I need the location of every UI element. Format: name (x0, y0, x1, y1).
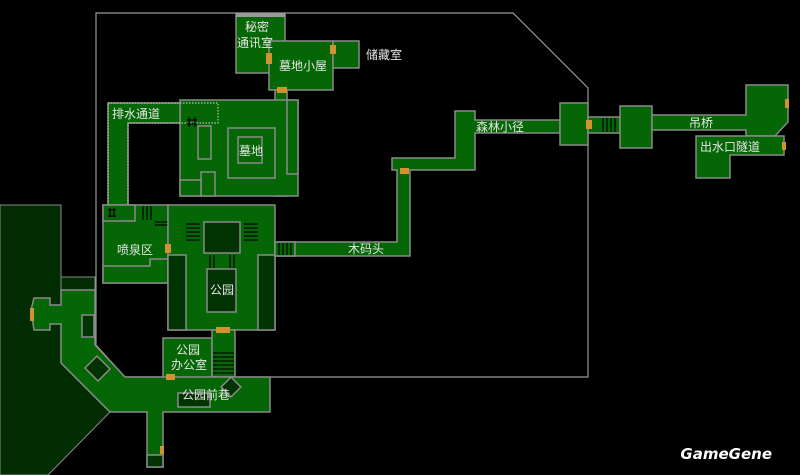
alley-block (81, 314, 95, 338)
ladder-icon (187, 117, 197, 127)
park-hedge (167, 254, 187, 331)
alley-bench (177, 392, 211, 408)
room-cemetery[interactable] (237, 136, 263, 164)
alley-block (83, 354, 112, 383)
door[interactable] (160, 446, 164, 454)
label-fountain: 喷泉区 (117, 243, 153, 257)
ladder-icon (108, 208, 116, 217)
door[interactable] (785, 99, 789, 108)
label-cemetery: 墓地 (239, 144, 263, 158)
stairs-pier (274, 241, 296, 257)
room-pier[interactable] (274, 110, 561, 257)
door[interactable] (782, 142, 786, 150)
park-pond (203, 221, 241, 254)
door[interactable] (30, 308, 34, 321)
alley-end (146, 454, 164, 468)
door[interactable] (586, 120, 592, 129)
room-suspension-bridge[interactable] (651, 84, 789, 137)
room-storage[interactable] (332, 40, 360, 69)
door[interactable] (166, 374, 175, 380)
label-cemetery-hut: 墓地小屋 (279, 59, 327, 73)
label-park-alley: 公园前巷 (182, 387, 230, 402)
door[interactable] (277, 87, 287, 93)
label-outlet-tunnel: 出水口隧道 (700, 139, 760, 154)
park-hedge (257, 254, 276, 331)
label-suspension-bridge: 吊桥 (689, 116, 713, 130)
wall-block (286, 99, 299, 175)
wall-bar (236, 13, 285, 17)
label-drainage: 排水通道 (112, 107, 160, 121)
label-storage: 储藏室 (366, 47, 402, 62)
wall-block (200, 171, 216, 197)
door[interactable] (330, 45, 336, 54)
stairs (278, 243, 292, 255)
stairs (602, 118, 616, 132)
stairs (213, 352, 234, 374)
doors (30, 45, 789, 454)
fountain-subroom (102, 204, 136, 222)
alley-block (220, 376, 242, 398)
label-secret-comm-2: 通讯室 (237, 35, 273, 50)
room-outlet-tunnel[interactable] (695, 135, 785, 179)
label-park: 公园 (210, 283, 234, 297)
door[interactable] (400, 168, 409, 174)
label-pier: 木码头 (348, 242, 384, 256)
room-bridge-west[interactable] (619, 105, 653, 149)
label-forest-path: 森林小径 (476, 119, 524, 134)
door[interactable] (266, 53, 272, 64)
stairs (186, 223, 258, 268)
room-forest-gate[interactable] (559, 102, 589, 146)
room-park[interactable] (206, 268, 237, 313)
watermark: GameGene (680, 445, 772, 463)
door[interactable] (165, 244, 171, 253)
wall-block (197, 125, 212, 160)
label-secret-comm: 秘密 (245, 19, 269, 34)
door[interactable] (216, 327, 230, 333)
label-park-office-2: 办公室 (171, 357, 207, 372)
stairs (142, 206, 168, 226)
label-park-office: 公园 (176, 343, 200, 357)
wall-block (179, 179, 202, 197)
